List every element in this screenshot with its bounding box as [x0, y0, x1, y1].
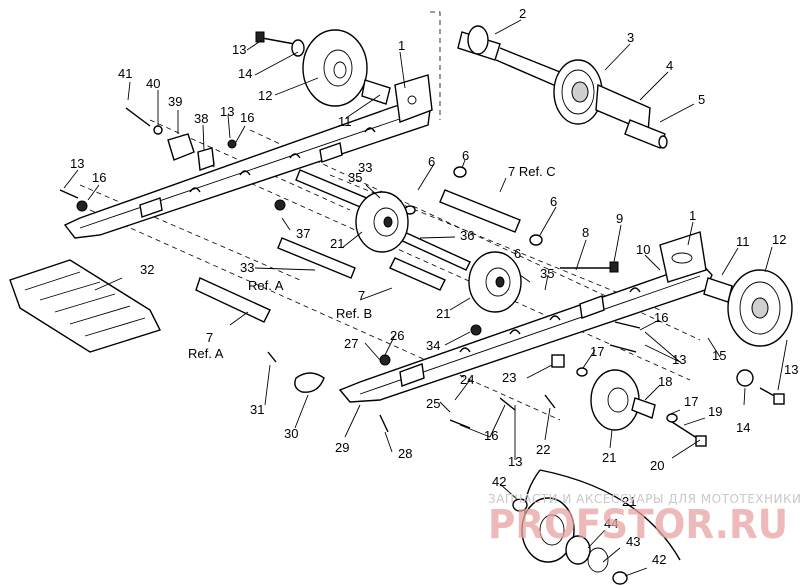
callout-21: 21 — [622, 494, 636, 509]
callout-1: 1 — [398, 38, 405, 53]
cross-shafts — [195, 166, 543, 323]
callout-13: 13 — [784, 362, 798, 377]
callout-18: 18 — [658, 374, 672, 389]
ref-b-7: Ref. B — [336, 306, 372, 321]
callout-11: 11 — [736, 234, 750, 249]
callout-26: 26 — [390, 328, 404, 343]
callout-1: 1 — [689, 208, 696, 223]
callout-36: 36 — [460, 228, 474, 243]
callout-37: 37 — [296, 226, 310, 241]
callout-21: 21 — [330, 236, 344, 251]
ref-a-33: Ref. A — [248, 278, 284, 293]
callout-44: 44 — [604, 516, 618, 531]
callout-17: 17 — [684, 394, 698, 409]
slide-wear-strip — [9, 259, 161, 353]
callout-12: 12 — [258, 88, 272, 103]
callout-13: 13 — [508, 454, 522, 469]
callout-6: 6 — [462, 148, 469, 163]
callout-27: 27 — [344, 336, 358, 351]
callout-15: 15 — [712, 348, 726, 363]
callout-25: 25 — [426, 396, 440, 411]
callout-14: 14 — [736, 420, 750, 435]
callout-2: 2 — [519, 6, 526, 21]
callout-labels: 1 1 2 3 4 5 6 6 6 6 7 Ref. C 7 7 8 9 10 … — [70, 6, 798, 567]
callout-34: 34 — [426, 338, 440, 353]
callout-33: 33 — [358, 160, 372, 175]
callout-4: 4 — [666, 58, 673, 73]
callout-21: 21 — [602, 450, 616, 465]
callout-19: 19 — [708, 404, 722, 419]
callout-32: 32 — [140, 262, 154, 277]
callout-13: 13 — [220, 104, 234, 119]
callout-21: 21 — [436, 306, 450, 321]
callout-16: 16 — [654, 310, 668, 325]
callout-17: 17 — [590, 344, 604, 359]
callout-29: 29 — [335, 440, 349, 455]
callout-13: 13 — [232, 42, 246, 57]
callout-16: 16 — [240, 110, 254, 125]
right-rail-assembly — [267, 231, 793, 447]
callout-13: 13 — [70, 156, 84, 171]
callout-7: 7 — [358, 288, 365, 303]
callout-42: 42 — [492, 474, 506, 489]
callout-13: 13 — [672, 352, 686, 367]
idler-wheels — [355, 191, 656, 431]
callout-10: 10 — [636, 242, 650, 257]
ref-a-7: Ref. A — [188, 346, 224, 361]
callout-12: 12 — [772, 232, 786, 247]
callout-6: 6 — [550, 194, 557, 209]
callout-43: 43 — [626, 534, 640, 549]
callout-40: 40 — [146, 76, 160, 91]
callout-41: 41 — [118, 66, 132, 81]
callout-11: 11 — [338, 114, 352, 129]
callout-8: 8 — [582, 225, 589, 240]
left-rail-assembly — [59, 29, 433, 239]
callout-39: 39 — [168, 94, 182, 109]
callout-14: 14 — [238, 66, 252, 81]
callout-7-ref-c: 7 Ref. C — [508, 164, 556, 179]
callout-9: 9 — [616, 211, 623, 226]
watermark: ЗАПЧАСТИ И АКСЕССУАРЫ ДЛЯ МОТОТЕХНИКИ PR… — [488, 492, 800, 548]
callout-24: 24 — [460, 372, 474, 387]
callout-16: 16 — [92, 170, 106, 185]
callout-3: 3 — [627, 30, 634, 45]
callout-28: 28 — [398, 446, 412, 461]
leader-lines — [63, 19, 788, 577]
callout-16: 16 — [484, 428, 498, 443]
rear-axle-assembly — [457, 25, 668, 149]
callout-38: 38 — [194, 111, 208, 126]
callout-20: 20 — [650, 458, 664, 473]
callout-31: 31 — [250, 402, 264, 417]
callout-35: 35 — [540, 266, 554, 281]
callout-7: 7 — [206, 330, 213, 345]
callout-35: 35 — [348, 170, 362, 185]
callout-5: 5 — [698, 92, 705, 107]
watermark-tagline: ЗАПЧАСТИ И АКСЕССУАРЫ ДЛЯ МОТОТЕХНИКИ — [488, 492, 800, 506]
callout-33: 33 — [240, 260, 254, 275]
callout-30: 30 — [284, 426, 298, 441]
watermark-logo: PROFSTOR.RU — [488, 502, 788, 548]
callout-42: 42 — [652, 552, 666, 567]
callout-6: 6 — [428, 154, 435, 169]
callout-6: 6 — [514, 246, 521, 261]
callout-23: 23 — [502, 370, 516, 385]
wheel-detail-assembly — [512, 469, 681, 585]
callout-22: 22 — [536, 442, 550, 457]
